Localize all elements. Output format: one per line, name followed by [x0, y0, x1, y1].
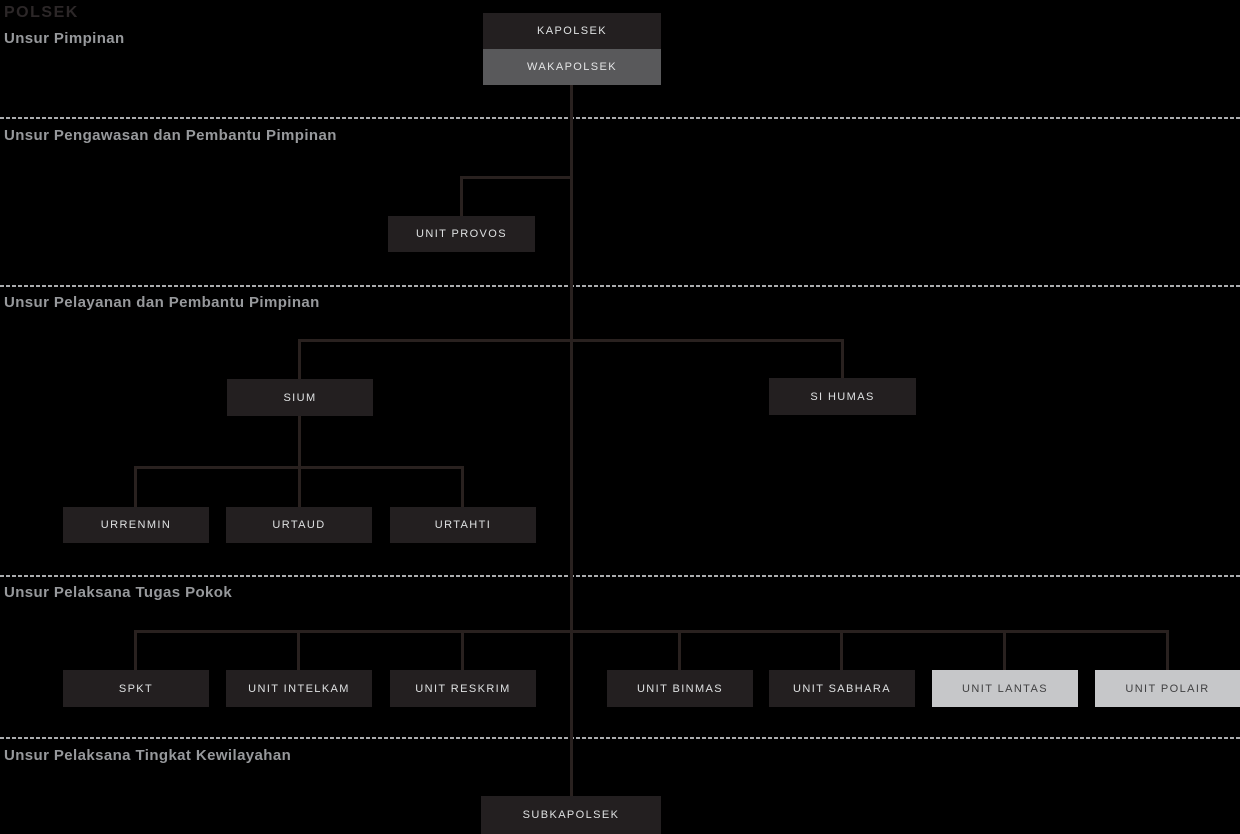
node-unit-provos: UNIT PROVOS: [388, 216, 535, 252]
section-label-pimpinan: Unsur Pimpinan: [4, 30, 125, 47]
node-unit-binmas: UNIT BINMAS: [607, 670, 753, 707]
connector-sihumas-stub: [841, 339, 844, 378]
connector-spkt-stub: [134, 630, 137, 671]
section-label-pelaksana-pokok: Unsur Pelaksana Tugas Pokok: [4, 584, 233, 601]
connector-ur-horizontal: [134, 466, 464, 469]
node-si-humas: SI HUMAS: [769, 378, 916, 415]
node-unit-intelkam: UNIT INTELKAM: [226, 670, 372, 707]
connector-sium-down: [298, 416, 301, 507]
section-label-pengawasan: Unsur Pengawasan dan Pembantu Pimpinan: [4, 127, 337, 144]
node-wakapolsek: WAKAPOLSEK: [483, 49, 661, 85]
page-title: POLSEK: [4, 4, 79, 21]
node-subkapolsek: SUBKAPOLSEK: [481, 796, 661, 834]
section-label-pelayanan: Unsur Pelayanan dan Pembantu Pimpinan: [4, 294, 320, 311]
node-unit-reskrim: UNIT RESKRIM: [390, 670, 536, 707]
node-kapolsek: KAPOLSEK: [483, 13, 661, 49]
connector-polair-stub: [1166, 630, 1169, 671]
node-urrenmin: URRENMIN: [63, 507, 209, 543]
connector-provos-horizontal: [460, 176, 573, 179]
connector-pelayanan-horizontal: [298, 339, 844, 342]
connector-sabhara-stub: [840, 630, 843, 671]
node-sium: SIUM: [227, 379, 373, 416]
connector-sium-stub: [298, 339, 301, 379]
connector-reskrim-stub: [461, 630, 464, 671]
connector-urrenmin-stub: [134, 466, 137, 507]
node-unit-polair: UNIT POLAIR: [1095, 670, 1240, 707]
section-divider-4: [0, 737, 1240, 739]
connector-lantas-stub: [1003, 630, 1006, 671]
connector-main-vertical: [570, 85, 573, 796]
node-urtahti: URTAHTI: [390, 507, 536, 543]
node-spkt: SPKT: [63, 670, 209, 707]
connector-provos-stub: [460, 176, 463, 216]
connector-pokok-horizontal: [134, 630, 1169, 633]
node-unit-sabhara: UNIT SABHARA: [769, 670, 915, 707]
connector-urtahti-stub: [461, 466, 464, 507]
node-unit-lantas: UNIT LANTAS: [932, 670, 1078, 707]
connector-intelkam-stub: [297, 630, 300, 671]
node-urtaud: URTAUD: [226, 507, 372, 543]
section-label-pelaksana-kewilayahan: Unsur Pelaksana Tingkat Kewilayahan: [4, 747, 292, 764]
section-divider-1: [0, 117, 1240, 119]
connector-binmas-stub: [678, 630, 681, 671]
section-divider-2: [0, 285, 1240, 287]
section-divider-3: [0, 575, 1240, 577]
